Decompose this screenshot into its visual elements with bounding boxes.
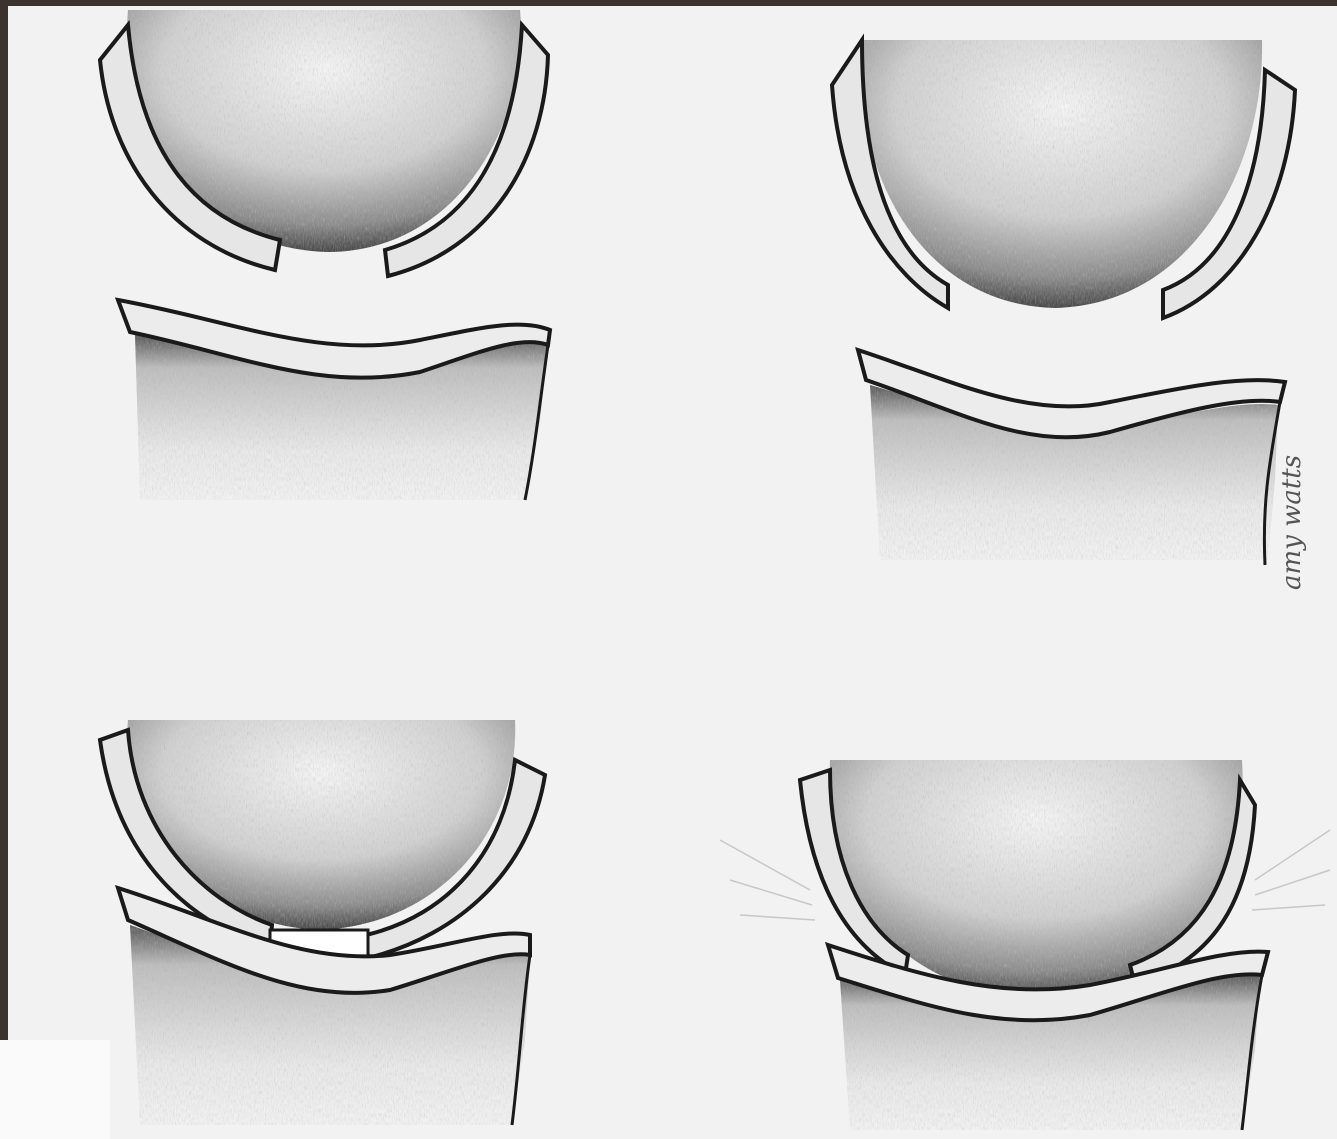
paper-corner <box>0 1040 110 1139</box>
artist-signature: amy watts <box>1277 455 1307 590</box>
